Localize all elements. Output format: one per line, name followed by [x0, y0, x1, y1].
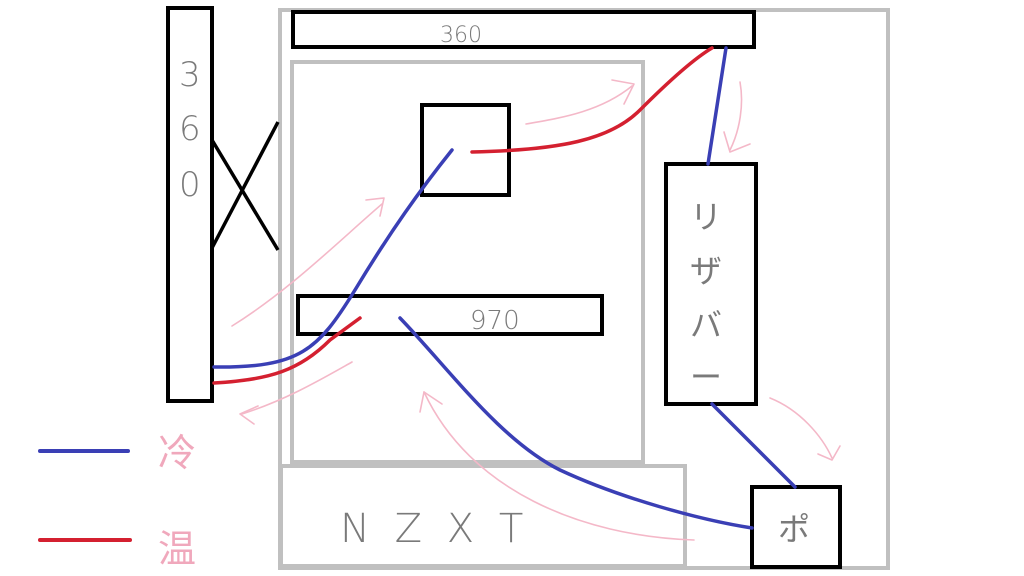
- airflow-arrow-right-down-head: [723, 131, 751, 153]
- airflow-arrow-top-head: [611, 79, 635, 105]
- cold-tube-reservoir-to-pump: [710, 402, 797, 489]
- psu-shroud: [279, 464, 687, 568]
- reservoir-label-1: リ: [690, 198, 722, 236]
- airflow-arrow-reservoir-down-head: [817, 445, 841, 461]
- psu-shroud-label: N Z X T: [340, 506, 529, 552]
- fan-x-line-2: [210, 121, 280, 249]
- airflow-arrow-bottom: [423, 391, 695, 541]
- cold-tube-reservoir-to-top-radiator: [706, 46, 728, 166]
- case-outline: [278, 8, 890, 570]
- reservoir-label-2: ザ: [690, 252, 722, 290]
- hot-tubes: [212, 46, 714, 385]
- cold-tubes: [212, 46, 797, 530]
- legend-cold-label: 冷: [158, 431, 196, 475]
- fan-x-line-1: [210, 139, 280, 251]
- airflow-arrow-top: [525, 85, 633, 125]
- gpu: [296, 294, 604, 336]
- airflow-arrow-reservoir-down: [769, 397, 833, 459]
- cold-tube-gpu-to-pump: [398, 316, 754, 530]
- airflow-arrow-exhaust-left: [241, 361, 353, 415]
- airflow-arrow-left-up: [231, 203, 383, 327]
- cold-tube-side-radiator-to-cpu: [212, 148, 454, 369]
- airflow-arrow-left-up-head: [365, 197, 385, 217]
- top-radiator: [291, 10, 756, 49]
- motherboard-area: [290, 60, 645, 464]
- pump-label: ポ: [778, 510, 810, 548]
- side-radiator-label-3: 0: [179, 165, 201, 205]
- hot-tube-gpu-to-side-radiator: [212, 316, 362, 385]
- airflow-arrow-bottom-head: [419, 391, 443, 413]
- side-radiator-label-1: 3: [179, 55, 201, 95]
- gpu-label: 970: [470, 306, 520, 336]
- top-radiator-label: 360: [440, 23, 482, 48]
- reservoir-label-3: バ: [690, 306, 722, 344]
- airflow-arrows: [231, 79, 841, 541]
- side-radiator: [166, 6, 214, 403]
- side-radiator-label-2: 6: [179, 109, 201, 149]
- airflow-arrow-exhaust-left-head: [239, 405, 259, 425]
- reservoir-label-4: ー: [690, 358, 722, 396]
- legend-hot-label: 温: [158, 527, 196, 571]
- airflow-arrow-right-down: [729, 81, 743, 151]
- hot-tube-cpu-to-top-radiator: [470, 46, 714, 154]
